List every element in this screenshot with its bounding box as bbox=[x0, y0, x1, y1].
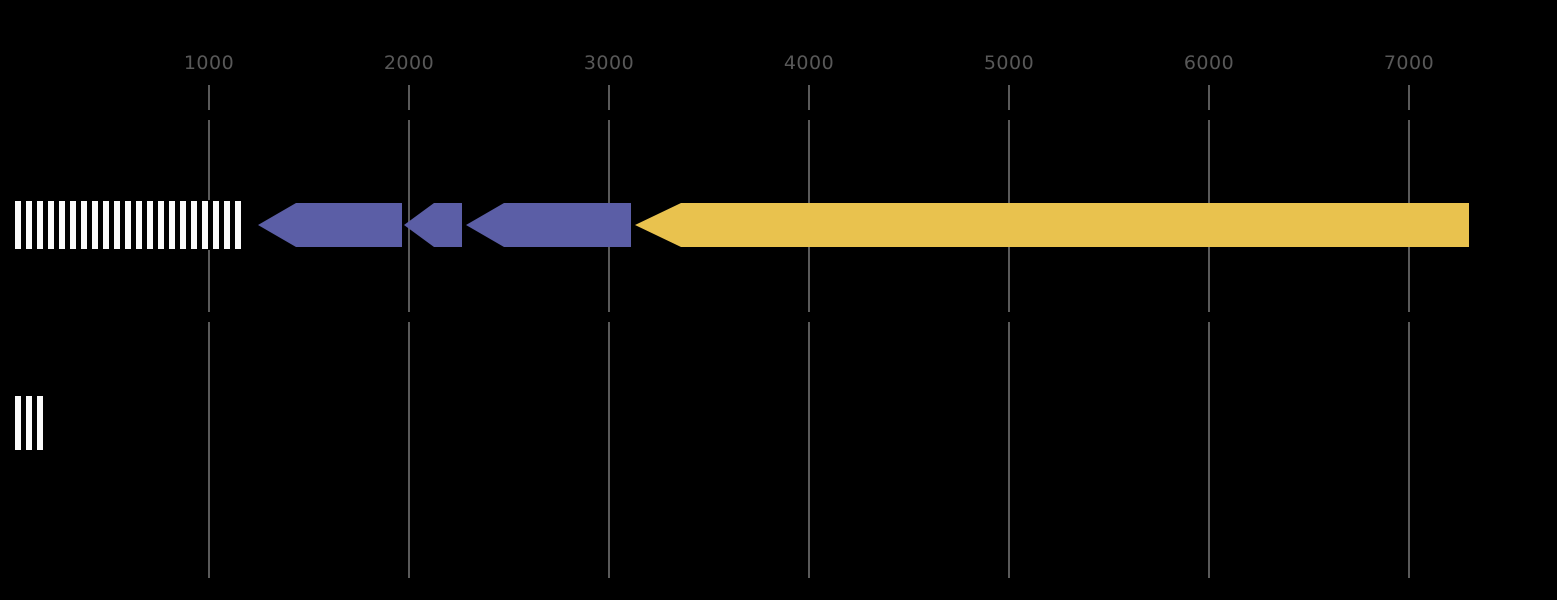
scale-tick-label: 6000 bbox=[1183, 52, 1235, 74]
gene-arrow bbox=[258, 203, 402, 247]
scale-tick-label: 7000 bbox=[1383, 52, 1435, 74]
scale-tick-label: 5000 bbox=[983, 52, 1035, 74]
gene-arrow bbox=[635, 203, 1469, 247]
scale-tick-label: 4000 bbox=[783, 52, 835, 74]
gene-arrow bbox=[404, 203, 462, 247]
scale-tick-label: 3000 bbox=[583, 52, 635, 74]
gridline bbox=[808, 85, 810, 578]
scale-tick-label: 2000 bbox=[383, 52, 435, 74]
gridline bbox=[608, 85, 610, 578]
hatched-region bbox=[9, 395, 47, 451]
hatched-region bbox=[9, 200, 246, 250]
scale-tick-label: 1000 bbox=[183, 52, 235, 74]
gridline bbox=[208, 85, 210, 578]
gene-arrow bbox=[466, 203, 631, 247]
gridline bbox=[408, 85, 410, 578]
gridline bbox=[1208, 85, 1210, 578]
gridline bbox=[1408, 85, 1410, 578]
gridline bbox=[1008, 85, 1010, 578]
